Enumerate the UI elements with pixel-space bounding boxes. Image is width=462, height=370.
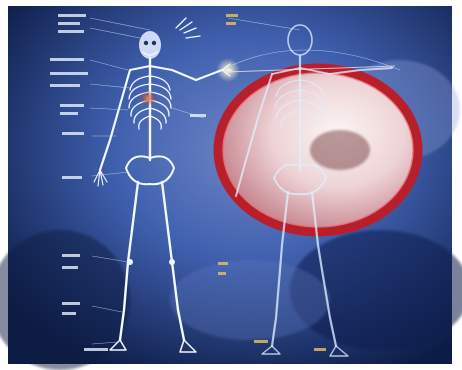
anatomy-illustration — [0, 0, 462, 370]
